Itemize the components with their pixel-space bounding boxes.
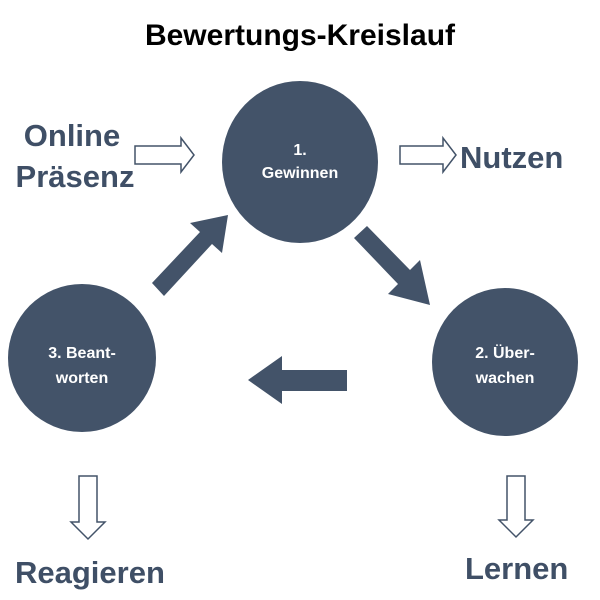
arrow-monitor-to-respond-icon (248, 356, 347, 404)
arrow-nutzen-icon (399, 135, 457, 175)
label-lernen: Lernen (465, 551, 568, 586)
arrow-lernen-icon (497, 475, 535, 539)
step-1-line1: 1. (293, 142, 306, 159)
step-circle-ueberwachen (432, 288, 578, 436)
arrow-gain-to-monitor-icon (354, 226, 430, 305)
step-2-line1: 2. Über- (475, 343, 535, 362)
arrow-reagieren-icon (69, 475, 107, 541)
step-circle-gewinnen (222, 81, 378, 243)
step-2-line2: wachen (475, 370, 535, 387)
step-3-line2: worten (55, 370, 108, 387)
label-nutzen: Nutzen (460, 140, 563, 175)
label-praesenz: Präsenz (16, 159, 135, 194)
label-online: Online (24, 118, 120, 153)
step-circle-beantworten (8, 284, 156, 432)
arrow-input-icon (134, 135, 195, 175)
step-3-line1: 3. Beant- (48, 345, 116, 362)
arrow-respond-to-gain-icon (152, 215, 228, 296)
diagram-title: Bewertungs-Kreislauf (145, 19, 456, 52)
step-1-line2: Gewinnen (262, 165, 338, 182)
label-reagieren: Reagieren (15, 555, 165, 590)
